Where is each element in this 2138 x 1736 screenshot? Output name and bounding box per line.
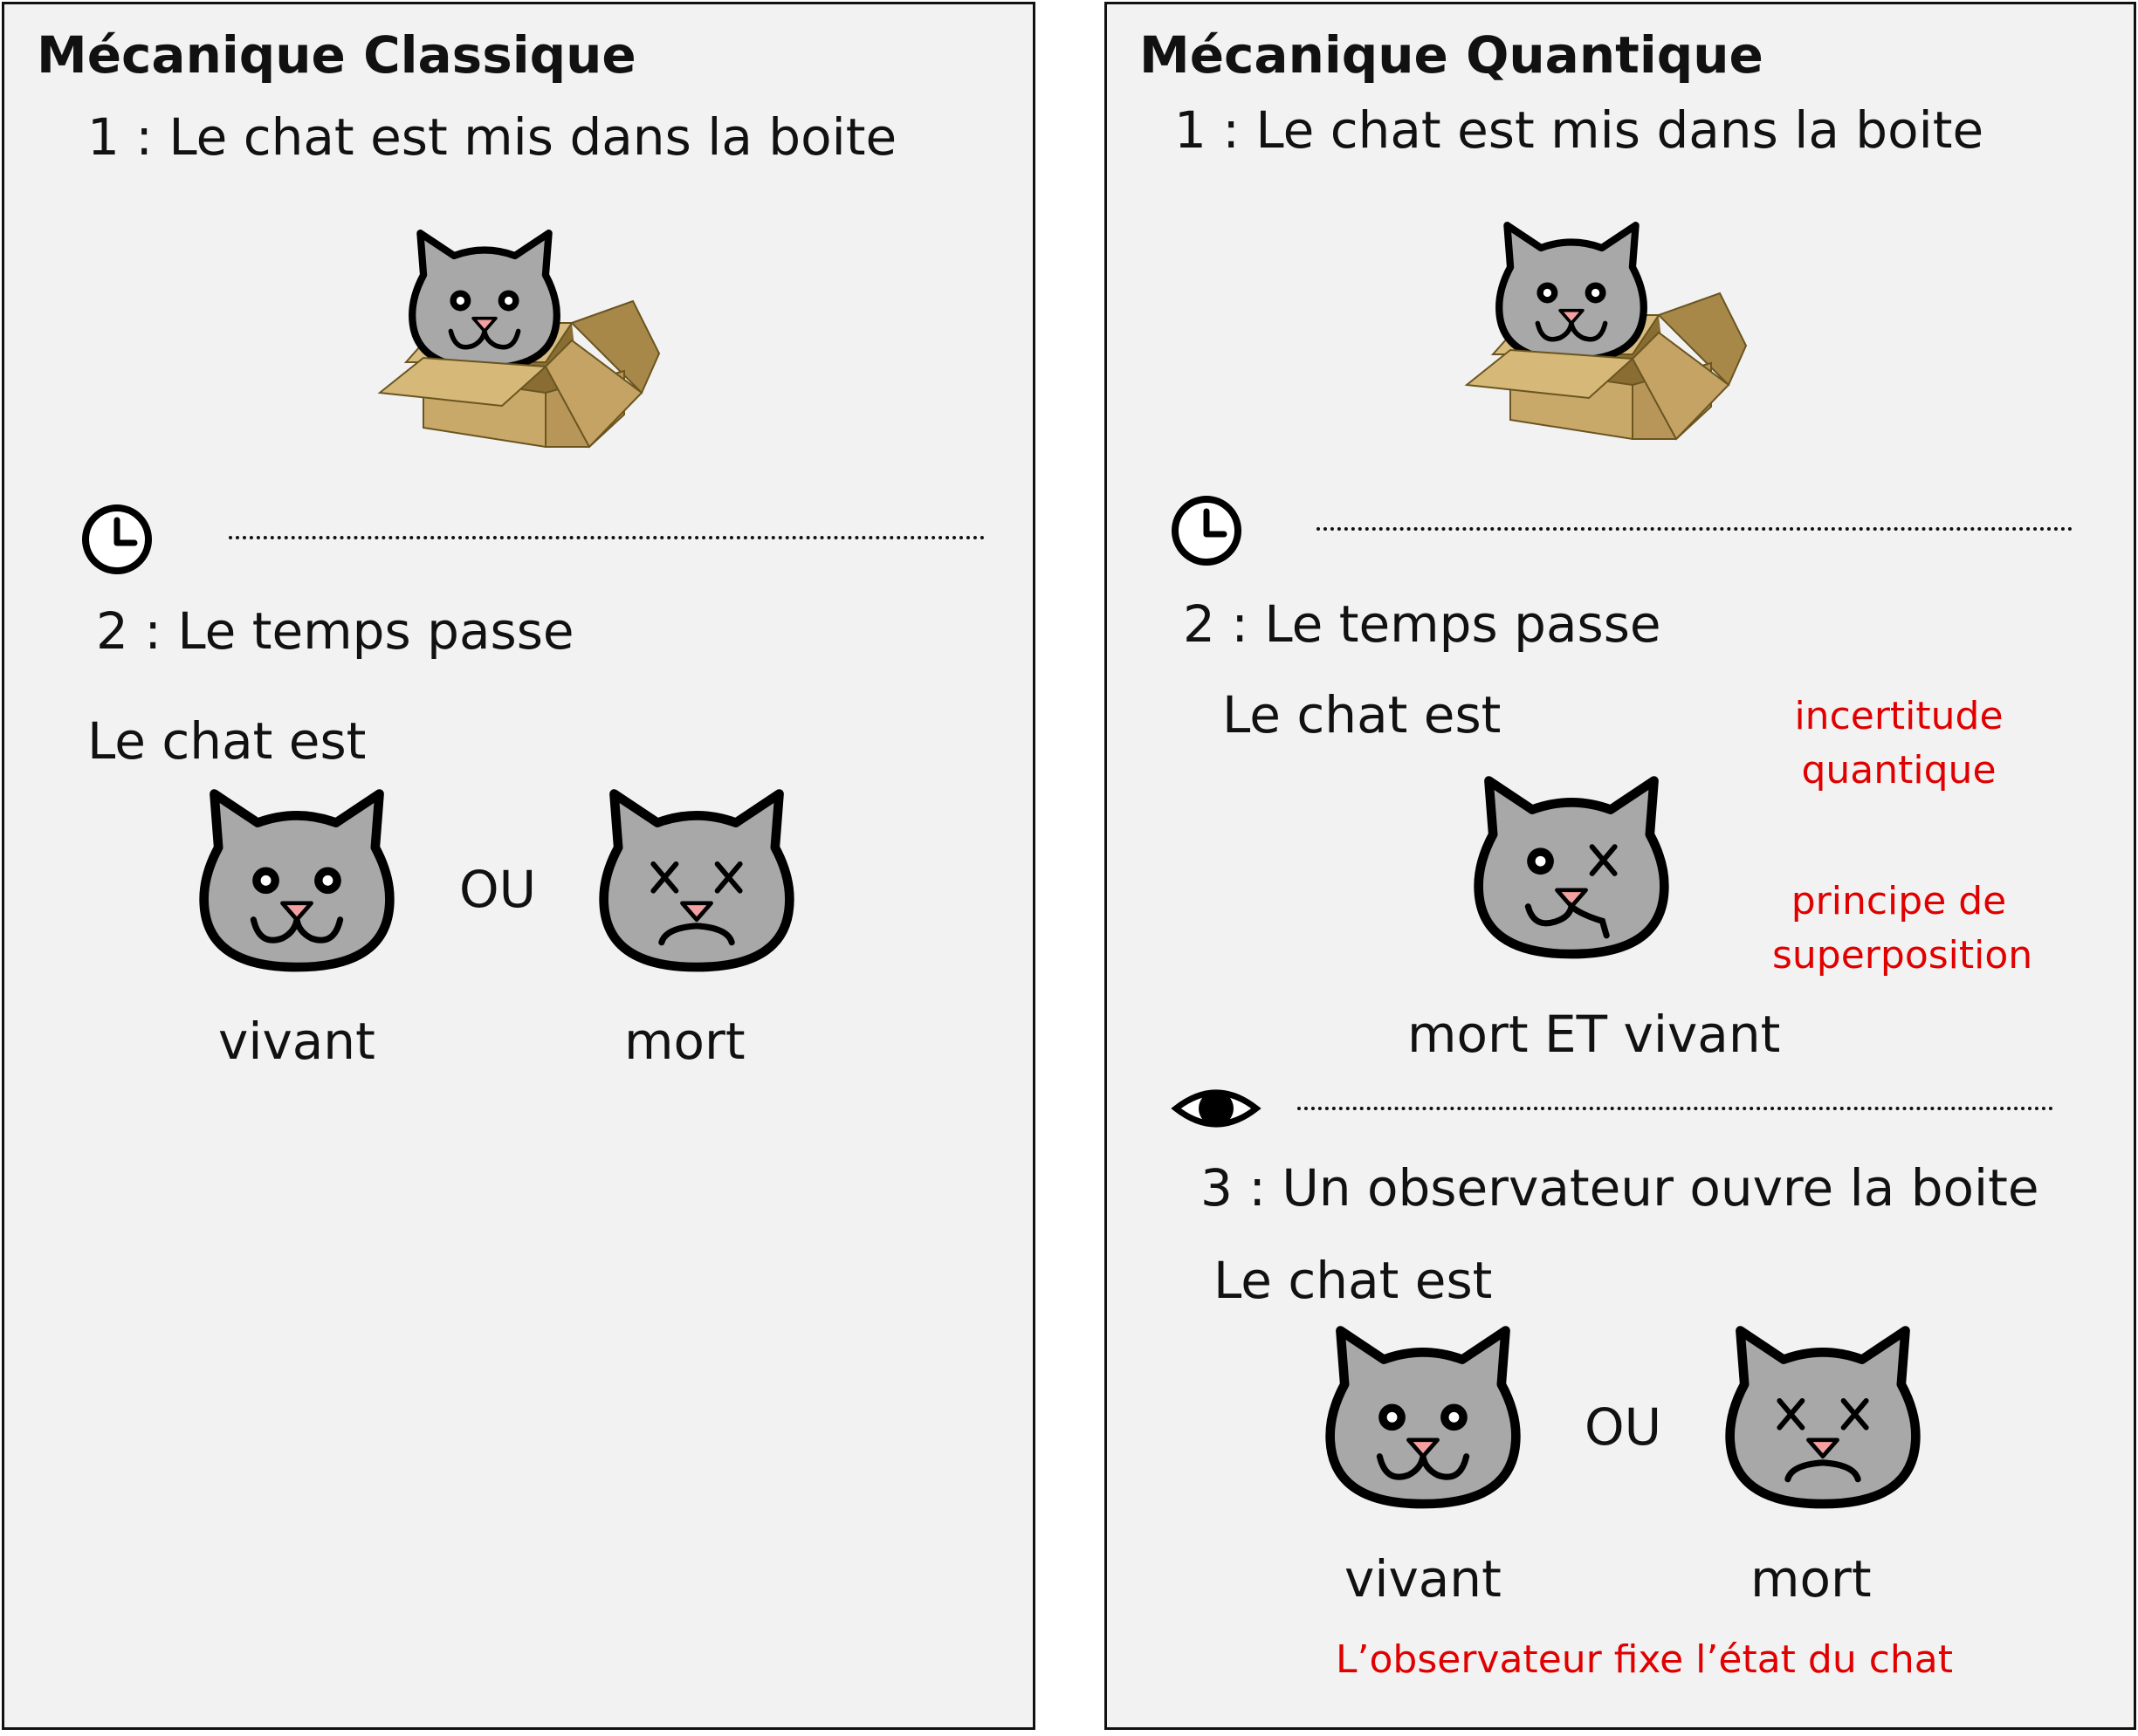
- cat-dead-icon: [1709, 1314, 1936, 1523]
- quantum-step-1: 1 : Le chat est mis dans la boite: [1174, 105, 1983, 155]
- time-divider: [229, 536, 985, 539]
- cat-dead-icon: [583, 777, 810, 986]
- observer-note: L’observateur fixe l’état du chat: [1336, 1641, 1953, 1679]
- quantum-state-intro: Le chat est: [1222, 690, 1501, 740]
- clock-icon: [80, 503, 154, 576]
- classical-step-2: 2 : Le temps passe: [96, 606, 574, 656]
- classical-or-label: OU: [459, 864, 536, 915]
- classical-step-1: 1 : Le chat est mis dans la boite: [87, 112, 897, 162]
- superposition-note: principe de superposition: [1772, 875, 2025, 982]
- cat-alive-icon: [1310, 1314, 1536, 1523]
- classical-alive-label: vivant: [218, 1016, 375, 1067]
- uncertainty-note: incertitude quantique: [1781, 690, 2017, 797]
- quantum-title: Mécanique Quantique: [1139, 30, 1763, 80]
- quantum-alive-label: vivant: [1344, 1554, 1502, 1604]
- quantum-step-2: 2 : Le temps passe: [1183, 599, 1661, 649]
- time-divider: [1316, 527, 2073, 531]
- classical-title: Mécanique Classique: [37, 30, 636, 80]
- classical-state-intro: Le chat est: [87, 716, 366, 766]
- quantum-step-3: 3 : Un observateur ouvre la boite: [1200, 1163, 2039, 1213]
- classical-dead-label: mort: [624, 1016, 746, 1067]
- eye-icon: [1168, 1074, 1264, 1143]
- quantum-state-intro-2: Le chat est: [1213, 1255, 1492, 1306]
- clock-icon: [1170, 494, 1243, 567]
- cat-alive-icon: [183, 777, 410, 986]
- cat-in-box-icon: [1458, 171, 1755, 485]
- cat-superposed-icon: [1458, 764, 1685, 973]
- quantum-dead-label: mort: [1750, 1554, 1872, 1604]
- cat-in-box-icon: [371, 179, 668, 493]
- quantum-or-label: OU: [1585, 1402, 1661, 1452]
- superposed-label: mort ET vivant: [1407, 1009, 1780, 1060]
- observation-divider: [1297, 1107, 2053, 1110]
